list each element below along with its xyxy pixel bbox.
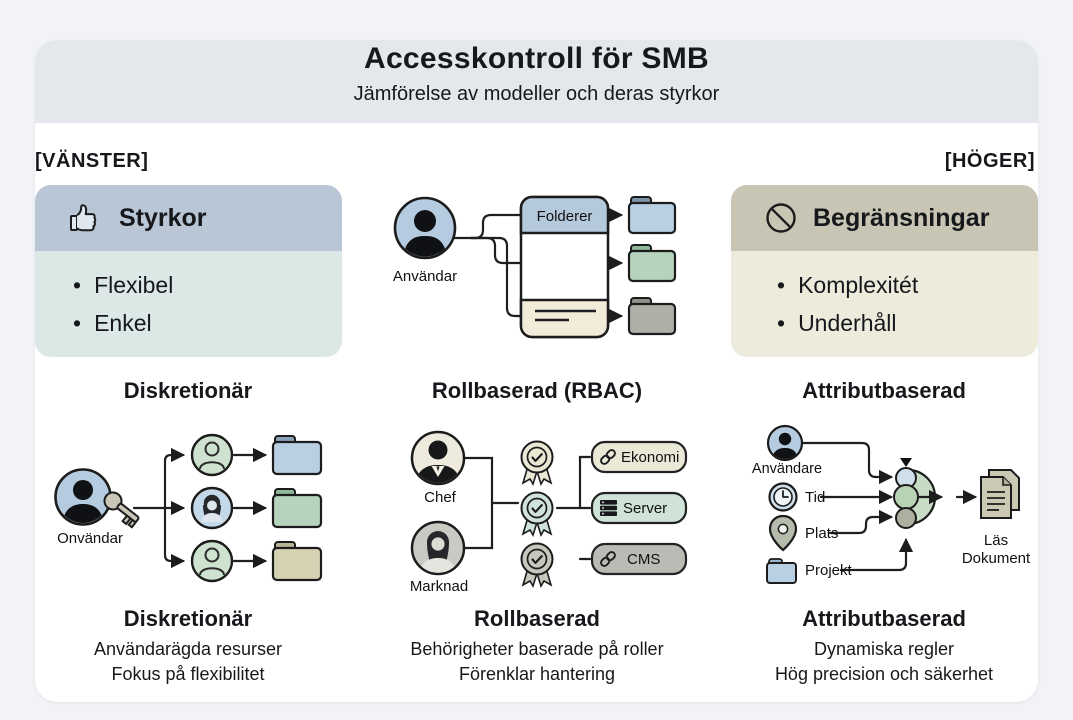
resource-pill-cms: CMS bbox=[590, 542, 688, 576]
resource-label: Ekonomi bbox=[621, 449, 679, 466]
documents-icon bbox=[980, 469, 1020, 519]
connector bbox=[452, 213, 527, 240]
folder-green-icon bbox=[627, 244, 677, 283]
owner-label: Onvändar bbox=[57, 530, 123, 547]
dac-diagram: Onvändar bbox=[54, 433, 323, 583]
project-folder-icon bbox=[766, 558, 797, 584]
caption-line: Fokus på flexibilitet bbox=[111, 664, 265, 684]
column-heading-rbac: Rollbaserad (RBAC) bbox=[431, 378, 643, 403]
panel-title: Folderer bbox=[537, 208, 593, 225]
chef-avatar-icon bbox=[410, 430, 466, 486]
strength-item: Enkel bbox=[94, 310, 152, 336]
bullet-glyph: • bbox=[73, 310, 82, 336]
attribute-label: Plats bbox=[805, 525, 838, 542]
header-band bbox=[35, 40, 1038, 123]
page-subtitle: Jämförelse av modeller och deras styrkor bbox=[353, 83, 720, 105]
folder-gray-icon bbox=[627, 297, 677, 336]
attribute-label: Användare bbox=[752, 461, 822, 477]
folder-blue-icon bbox=[271, 435, 323, 476]
limitations-card: Begränsningar • Komplexitét • Underhåll bbox=[731, 185, 1038, 357]
strengths-card-header: Styrkor bbox=[35, 185, 342, 251]
role-label: Marknad bbox=[410, 578, 468, 595]
caption-line: Användarägda resurser bbox=[93, 639, 283, 659]
strengths-card-body: • Flexibel • Enkel bbox=[35, 251, 342, 357]
limitation-item: Komplexitét bbox=[798, 272, 919, 298]
policy-combiner-icon bbox=[893, 458, 944, 529]
caption-title: Rollbaserad bbox=[474, 606, 600, 631]
caption-abac: Attributbaserad Dynamiska regler Hög pre… bbox=[711, 606, 1057, 687]
abac-diagram: Användare Tid Plats Projekt bbox=[752, 424, 1031, 584]
caption-line: Förenklar hantering bbox=[458, 664, 616, 684]
connector bbox=[469, 236, 527, 318]
arrow bbox=[828, 509, 894, 535]
user-label: Användar bbox=[393, 268, 457, 285]
bullet-glyph: • bbox=[73, 272, 82, 298]
attribute-label: Projekt bbox=[805, 562, 853, 579]
limitations-card-title: Begränsningar bbox=[813, 203, 990, 232]
user-circle-icon bbox=[190, 486, 234, 530]
list-item: • Enkel bbox=[73, 304, 342, 342]
badge-icon bbox=[520, 491, 554, 537]
clock-icon bbox=[768, 482, 798, 512]
content-card bbox=[35, 40, 1038, 702]
page-title: Accesskontroll för SMB bbox=[363, 42, 709, 75]
overview-diagram: Användar Folderer bbox=[393, 195, 677, 339]
folder-blue-icon bbox=[627, 196, 677, 235]
list-item: • Flexibel bbox=[73, 266, 342, 304]
annotation-left: [VÄNSTER] bbox=[35, 150, 149, 172]
limitation-item: Underhåll bbox=[798, 310, 897, 336]
strengths-card: Styrkor • Flexibel • Enkel bbox=[35, 185, 342, 357]
rbac-diagram: Chef Marknad bbox=[410, 430, 688, 595]
arrow bbox=[839, 537, 914, 572]
owner-avatar-icon bbox=[54, 468, 112, 526]
caption-line: Behörigheter baserade på roller bbox=[410, 639, 664, 659]
caption-line: Hög precision och säkerhet bbox=[774, 664, 994, 684]
badge-icon bbox=[520, 542, 554, 588]
marknad-avatar-icon bbox=[410, 520, 466, 576]
user-attribute-icon bbox=[766, 424, 804, 462]
link-icon bbox=[600, 449, 616, 465]
strengths-card-title: Styrkor bbox=[119, 203, 207, 232]
user-avatar-icon bbox=[393, 196, 457, 260]
annotation-right: [HÖGER] bbox=[944, 150, 1035, 172]
resource-pill-server: Server bbox=[590, 491, 688, 525]
caption-rbac: Rollbaserad Behörigheter baserade på rol… bbox=[364, 606, 710, 687]
limitations-card-body: • Komplexitét • Underhåll bbox=[731, 251, 1038, 357]
column-heading-dac: Diskretionär bbox=[123, 378, 253, 403]
result-label: Läs bbox=[984, 532, 1008, 549]
strength-item: Flexibel bbox=[94, 272, 174, 298]
caption-line: Dynamiska regler bbox=[813, 639, 955, 659]
arrow bbox=[163, 447, 186, 510]
bullet-glyph: • bbox=[777, 272, 786, 298]
caption-dac: Diskretionär Användarägda resurser Fokus… bbox=[15, 606, 361, 687]
badge-icon bbox=[520, 440, 554, 486]
column-heading-abac: Attributbaserad bbox=[802, 378, 966, 403]
list-item: • Underhåll bbox=[777, 304, 1038, 342]
user-circle-icon bbox=[190, 539, 234, 583]
connector bbox=[469, 236, 527, 265]
folder-green-icon bbox=[271, 488, 323, 529]
limitations-card-header: Begränsningar bbox=[731, 185, 1038, 251]
server-icon bbox=[600, 500, 617, 516]
list-item: • Komplexitét bbox=[777, 266, 1038, 304]
caption-title: Attributbaserad bbox=[802, 606, 966, 631]
folder-panel: Folderer bbox=[519, 195, 610, 339]
bullet-glyph: • bbox=[777, 310, 786, 336]
location-pin-icon bbox=[768, 514, 798, 552]
resource-pill-ekonomi: Ekonomi bbox=[590, 440, 688, 474]
user-circle-icon bbox=[190, 433, 234, 477]
caption-title: Diskretionär bbox=[123, 606, 253, 631]
key-icon bbox=[103, 491, 140, 529]
role-label: Chef bbox=[424, 489, 457, 506]
pointer-triangle-icon bbox=[900, 458, 912, 467]
arrow bbox=[163, 506, 186, 569]
attribute-label: Tid bbox=[805, 489, 825, 506]
resource-label: CMS bbox=[627, 551, 660, 568]
thumbs-up-icon bbox=[70, 204, 97, 232]
no-entry-icon bbox=[766, 203, 796, 233]
resource-label: Server bbox=[623, 500, 667, 517]
folder-khaki-icon bbox=[271, 541, 323, 582]
result-label: Dokument bbox=[962, 550, 1031, 567]
arrow bbox=[801, 441, 894, 485]
